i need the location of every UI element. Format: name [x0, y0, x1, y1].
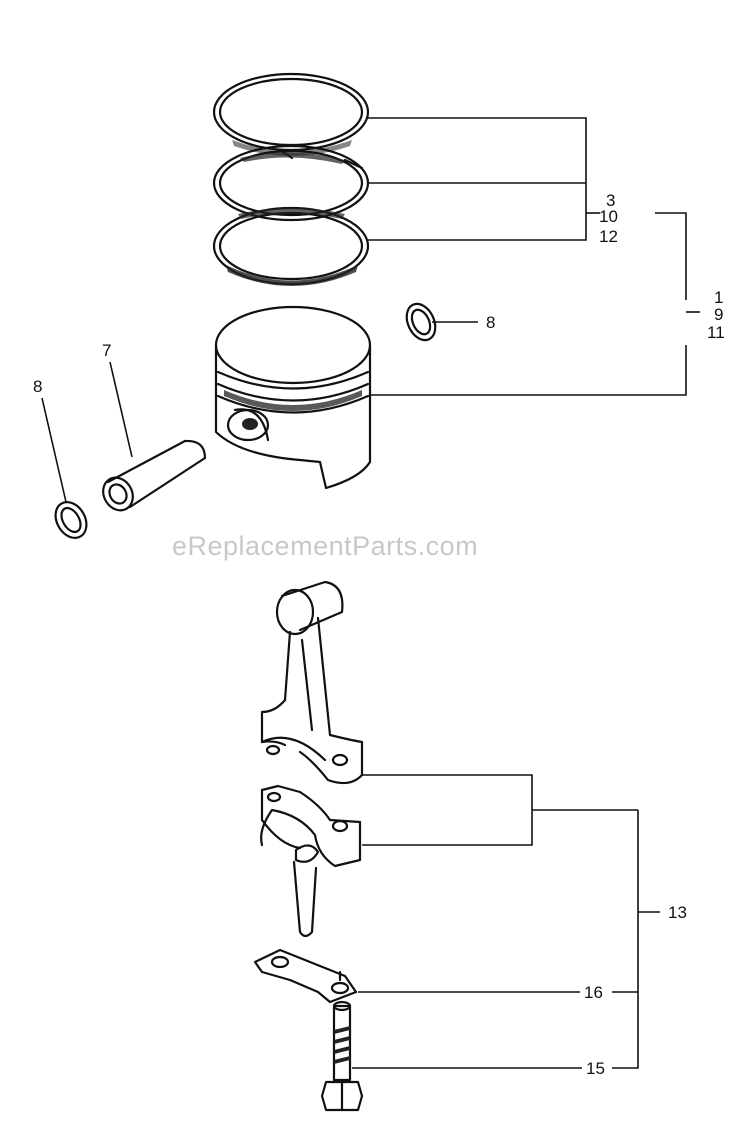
rod-cap: [260, 784, 362, 938]
callout-cap-screw: 15: [586, 1059, 605, 1078]
piston-pin: [102, 439, 207, 512]
callout-retainer-right: 8: [486, 313, 495, 332]
callout-piston-assembly-a: 1: [714, 288, 723, 307]
callout-rod-assembly: 13: [668, 903, 687, 922]
callout-piston-assembly-b: 9: [714, 305, 723, 324]
lock-plate: [253, 948, 358, 1004]
callout-ring-group-c: 12: [599, 227, 618, 246]
retainer-ring-left: [54, 501, 88, 539]
callout-ring-group-b: 10: [599, 207, 618, 226]
connecting-rod: [260, 580, 364, 785]
retainer-ring-right: [405, 302, 437, 342]
callout-retainer-left: 8: [33, 377, 42, 396]
piston: [214, 305, 372, 490]
callout-lock-plate: 16: [584, 983, 603, 1002]
callout-piston-assembly-c: 11: [707, 323, 725, 342]
callout-piston-pin: 7: [102, 341, 111, 360]
piston-ring-top: [212, 72, 370, 156]
piston-ring-bottom: [212, 206, 370, 286]
cap-screw: [320, 1000, 364, 1112]
leader-lines: [41, 117, 700, 1069]
callout-ring-group-a: 3: [606, 191, 615, 210]
watermark-text: eReplacementParts.com: [172, 531, 478, 561]
